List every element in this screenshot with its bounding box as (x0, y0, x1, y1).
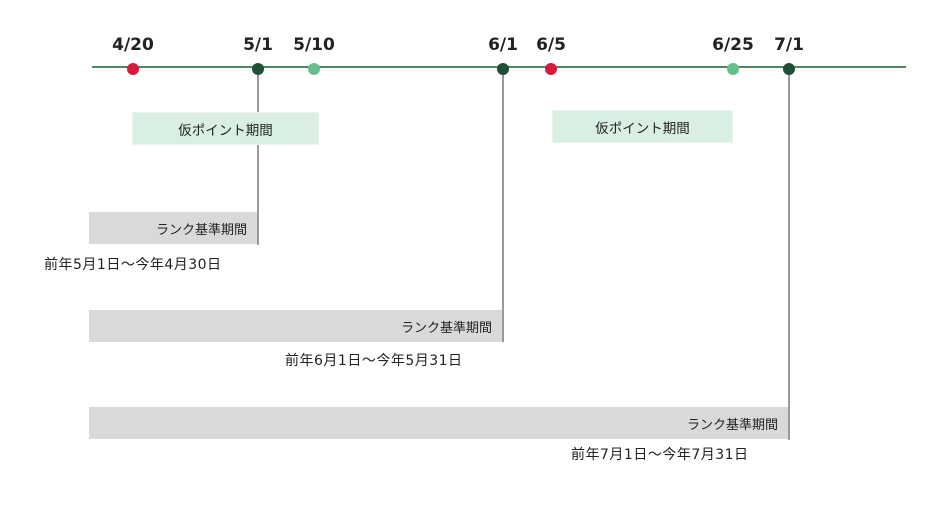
date-label-7-1: 7/1 (774, 35, 804, 55)
rank-period-bar-3: ランク基準期間 (89, 407, 788, 439)
rank-period-range-3: 前年7月1日～今年7月31日 (571, 447, 749, 463)
timeline-dot-6-1 (497, 63, 509, 75)
timeline-dot-5-1 (252, 63, 264, 75)
rank-period-label-3: ランク基準期間 (686, 417, 778, 433)
rank-period-bar-1: ランク基準期間 (89, 212, 257, 244)
rank-period-bar-2: ランク基準期間 (89, 310, 502, 342)
provisional-period-box-2: 仮ポイント期間 (552, 110, 733, 143)
rank-period-label-2: ランク基準期間 (400, 320, 492, 336)
date-label-5-1: 5/1 (243, 35, 273, 55)
timeline-dot-5-10 (308, 63, 320, 75)
provisional-period-label-1: 仮ポイント期間 (178, 122, 273, 139)
timeline-dot-6-25 (727, 63, 739, 75)
timeline-dot-7-1 (783, 63, 795, 75)
rank-period-range-1: 前年5月1日～今年4月30日 (44, 257, 222, 273)
provisional-period-label-2: 仮ポイント期間 (595, 120, 690, 137)
provisional-period-box-1: 仮ポイント期間 (132, 112, 319, 145)
date-label-5-10: 5/10 (293, 35, 335, 55)
timeline-dot-6-5 (545, 63, 557, 75)
rank-period-range-2: 前年6月1日～今年5月31日 (285, 353, 463, 369)
date-label-6-5: 6/5 (536, 35, 566, 55)
rank-period-label-1: ランク基準期間 (155, 222, 247, 238)
date-label-4-20: 4/20 (112, 35, 154, 55)
connector-line-6-1 (502, 69, 504, 342)
timeline-dot-4-20 (127, 63, 139, 75)
date-label-6-1: 6/1 (488, 35, 518, 55)
connector-line-7-1 (788, 69, 790, 440)
date-label-6-25: 6/25 (712, 35, 754, 55)
connector-line-5-1 (257, 69, 259, 245)
